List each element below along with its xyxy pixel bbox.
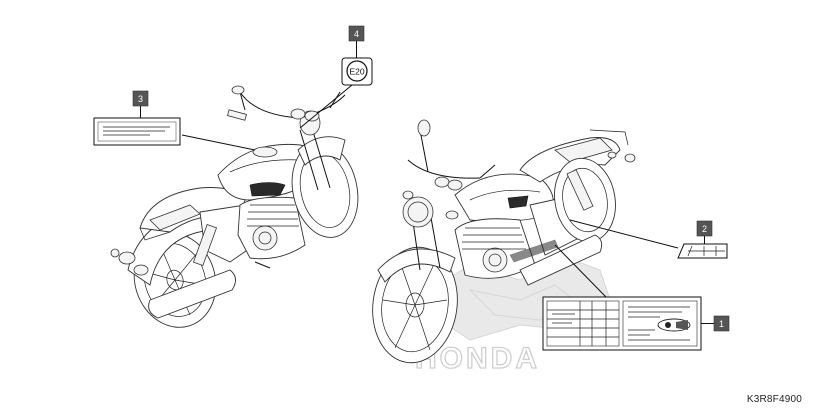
fuel-label-text: E20	[349, 67, 364, 77]
callout-1: 1	[542, 296, 730, 351]
callout-1-number: 1	[719, 319, 724, 329]
leader-lines	[181, 84, 679, 298]
callout-2-number: 2	[702, 224, 707, 234]
callout-4-number: 4	[354, 29, 359, 39]
motorcycle-front-view	[372, 119, 636, 364]
callout-3-number: 3	[138, 94, 143, 104]
motorcycle-rear-view	[110, 85, 359, 328]
figure-code: K3R8F4900	[746, 394, 802, 405]
callout-3: 3	[93, 90, 181, 146]
label-4-fuel-decal: E20	[341, 57, 373, 86]
callout-2: 2	[677, 220, 728, 259]
label-1-tire-info-decal	[542, 296, 702, 351]
label-2-decal	[677, 243, 728, 259]
callout-4: 4 E20	[341, 25, 373, 86]
label-3-decal	[93, 117, 181, 146]
